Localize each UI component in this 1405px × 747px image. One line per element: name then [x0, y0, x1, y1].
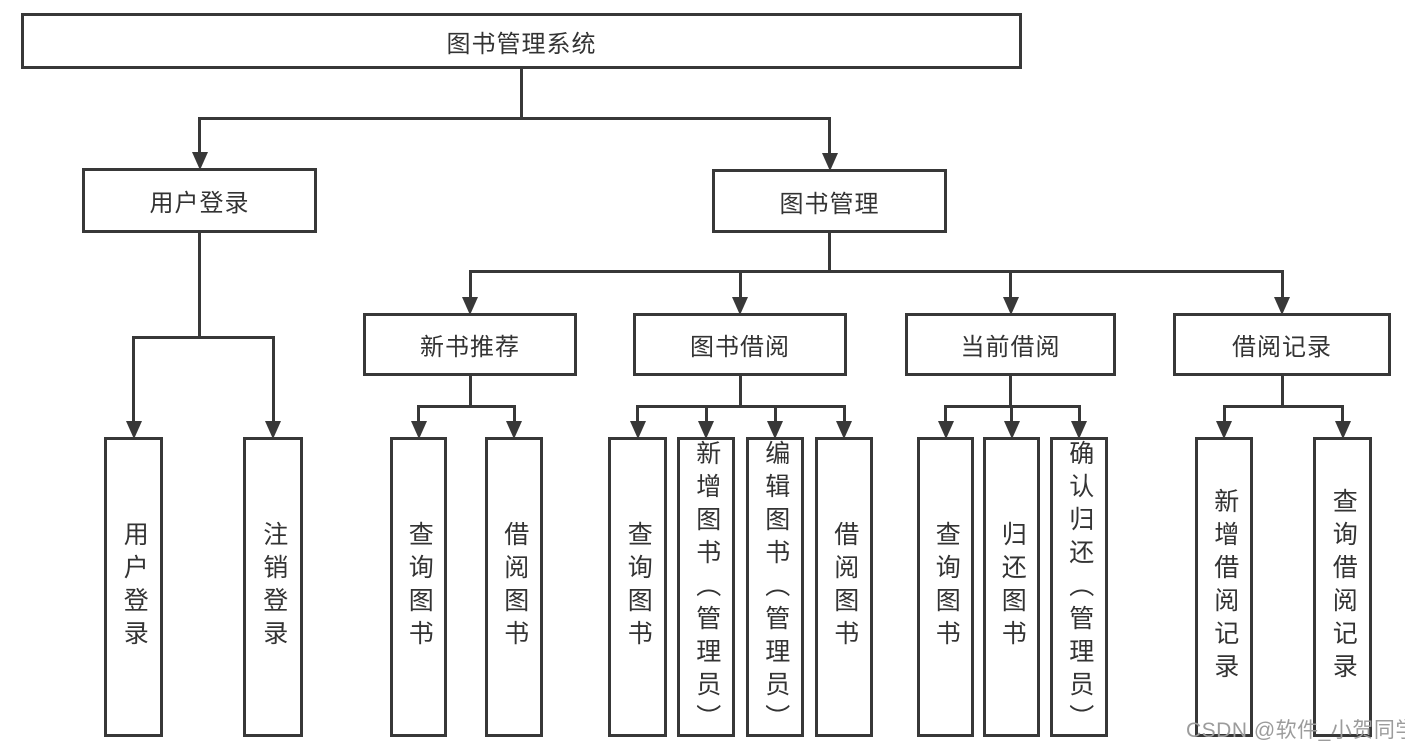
- connector-arrow: [1334, 421, 1351, 439]
- connector-arrow: [836, 421, 852, 439]
- connector-line: [468, 271, 472, 299]
- connector-line: [1009, 271, 1012, 299]
- connector-line: [512, 406, 516, 423]
- connector-line: [704, 406, 708, 423]
- connector-line: [1077, 406, 1081, 423]
- connector-line: [842, 406, 846, 423]
- node-label: 查询图书: [405, 521, 434, 653]
- connector-line: [417, 404, 516, 408]
- node-recs-query: 查询借阅记录: [1313, 437, 1372, 737]
- node-rec: 新书推荐: [363, 313, 577, 376]
- connector-line: [1280, 376, 1284, 406]
- node-rec-query: 查询图书: [390, 437, 447, 737]
- connector-arrow: [410, 421, 427, 439]
- node-label: 编辑图书（管理员）: [761, 440, 790, 737]
- node-borrow-borrow: 借阅图书: [815, 437, 873, 737]
- connector-arrow: [125, 421, 142, 439]
- node-mgmt: 图书管理: [712, 169, 947, 233]
- connector-arrow: [191, 152, 208, 170]
- connector-arrow: [698, 421, 714, 439]
- node-label: 图书管理系统: [446, 30, 597, 58]
- node-borrow-query: 查询图书: [608, 437, 667, 737]
- connector-line: [1009, 376, 1012, 406]
- connector-line: [944, 406, 947, 423]
- connector-arrow: [767, 421, 783, 439]
- node-label: 注销登录: [259, 521, 288, 653]
- connector-line: [417, 406, 420, 423]
- connector-line: [828, 118, 831, 155]
- node-label: 借阅记录: [1232, 334, 1332, 361]
- node-label: 确认归还（管理员）: [1065, 440, 1094, 737]
- node-records: 借阅记录: [1173, 313, 1391, 376]
- connector-line: [1222, 406, 1226, 423]
- connector-line: [636, 404, 846, 408]
- node-recs-add: 新增借阅记录: [1195, 437, 1253, 737]
- connector-line: [1010, 406, 1013, 423]
- connector-arrow: [1003, 421, 1020, 439]
- connector-arrow: [732, 297, 748, 315]
- connector-line: [468, 269, 1284, 273]
- node-label: 图书借阅: [690, 334, 790, 361]
- connector-arrow: [937, 421, 954, 439]
- connector-line: [636, 406, 639, 423]
- connector-arrow: [1216, 421, 1232, 439]
- connector-line: [1222, 404, 1344, 408]
- connector-line: [198, 118, 201, 154]
- connector-arrow: [629, 421, 646, 439]
- connector-line: [1341, 406, 1344, 423]
- node-label: 用户登录: [149, 190, 250, 217]
- connector-line: [198, 116, 831, 120]
- node-cur-confirm: 确认归还（管理员）: [1050, 437, 1108, 737]
- node-leaf-login: 用户登录: [104, 437, 163, 737]
- connector-line: [773, 406, 777, 423]
- connector-line: [198, 233, 201, 337]
- connector-line: [520, 69, 523, 118]
- node-label: 归还图书: [998, 521, 1027, 653]
- node-label: 借阅图书: [830, 521, 859, 653]
- node-label: 图书管理: [779, 190, 880, 218]
- connector-arrow: [265, 421, 281, 439]
- connector-line: [132, 337, 135, 423]
- connector-line: [1280, 271, 1284, 299]
- node-label: 新书推荐: [420, 334, 520, 361]
- node-rec-borrow: 借阅图书: [485, 437, 543, 737]
- connector-arrow: [1002, 297, 1019, 315]
- node-root: 图书管理系统: [21, 13, 1022, 69]
- connector-arrow: [821, 153, 838, 171]
- node-borrow-edit: 编辑图书（管理员）: [746, 437, 804, 737]
- connector-line: [468, 376, 472, 406]
- node-borrow-add: 新增图书（管理员）: [677, 437, 735, 737]
- connector-arrow: [1071, 421, 1087, 439]
- node-label: 用户登录: [120, 521, 149, 653]
- node-cur-query: 查询图书: [917, 437, 974, 737]
- connector-arrow: [506, 421, 522, 439]
- node-cur-return: 归还图书: [983, 437, 1040, 737]
- connector-line: [828, 233, 831, 271]
- connector-line: [738, 376, 742, 406]
- node-leaf-logout: 注销登录: [243, 437, 303, 737]
- connector-line: [738, 271, 742, 299]
- node-label: 查询图书: [932, 521, 961, 653]
- connector-line: [132, 335, 275, 339]
- node-label: 借阅图书: [500, 521, 529, 653]
- node-label: 查询借阅记录: [1329, 488, 1358, 686]
- watermark: CSDN @软件_小贺同学: [1186, 719, 1405, 742]
- node-label: 当前借阅: [960, 334, 1061, 361]
- connector-arrow: [1274, 297, 1290, 315]
- node-current: 当前借阅: [905, 313, 1116, 376]
- node-borrow: 图书借阅: [633, 313, 847, 376]
- node-login: 用户登录: [82, 168, 317, 233]
- node-label: 新增图书（管理员）: [692, 440, 721, 737]
- node-label: 查询图书: [624, 521, 653, 653]
- node-label: 新增借阅记录: [1210, 488, 1239, 686]
- connector-line: [271, 337, 275, 423]
- connector-arrow: [462, 297, 478, 315]
